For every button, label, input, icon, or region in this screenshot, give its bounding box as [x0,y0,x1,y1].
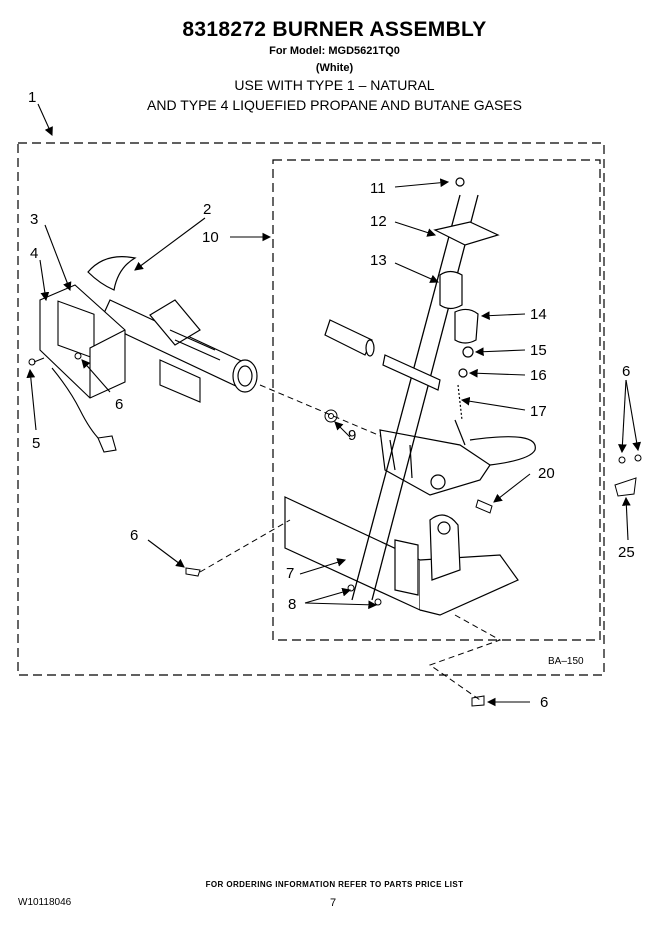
callout-10: 10 [202,229,219,246]
tube-bracket [159,359,201,403]
callout-17: 17 [530,403,547,420]
callout-8: 8 [288,596,296,613]
igniter-bracket [39,284,126,453]
nut-9 [324,409,338,423]
callout-5: 5 [32,435,40,452]
page-title: 8318272 BURNER ASSEMBLY [182,18,487,41]
callout-9: 9 [348,427,356,444]
screw-20 [475,499,493,514]
callout-6-bracket: 6 [115,396,123,413]
callout-20: 20 [538,465,555,482]
page-number: 7 [330,897,337,909]
callout-14: 14 [530,306,547,323]
callout-1: 1 [28,89,36,106]
side-clip-25 [614,454,642,497]
callout-6-bottom: 6 [540,694,548,711]
flame-sensor [324,319,441,391]
callout-25: 25 [618,544,635,561]
callout-16: 16 [530,367,547,384]
igniter-column [351,177,500,601]
ordering-note: FOR ORDERING INFORMATION REFER TO PARTS … [205,880,464,889]
screw-5 [28,357,45,366]
callout-2: 2 [203,201,211,218]
callout-3: 3 [30,211,38,228]
mounting-base [284,496,519,616]
screw-6-lower-left [185,567,201,577]
color-line: (White) [315,62,354,74]
leader-lines [26,103,642,707]
callout-6-side: 6 [622,363,630,380]
burner-subassembly-outline [272,159,601,641]
callout-12: 12 [370,213,387,230]
screw-6-bottom [471,695,485,707]
callout-4: 4 [30,245,38,262]
diagram-code: BA–150 [548,656,584,667]
callout-15: 15 [530,342,547,359]
use-type-line: USE WITH TYPE 1 – NATURAL [234,77,435,93]
screw-6-bracket [74,352,82,360]
callout-11: 11 [370,180,386,197]
gas-valve [379,419,536,496]
callout-13: 13 [370,252,387,269]
callout-6-lower-left: 6 [130,527,138,544]
document-part-number: W10118046 [18,897,72,908]
model-line: For Model: MGD5621TQ0 [269,45,400,57]
callout-7: 7 [286,565,294,582]
gas-type-line: AND TYPE 4 LIQUEFIED PROPANE AND BUTANE … [147,97,522,113]
